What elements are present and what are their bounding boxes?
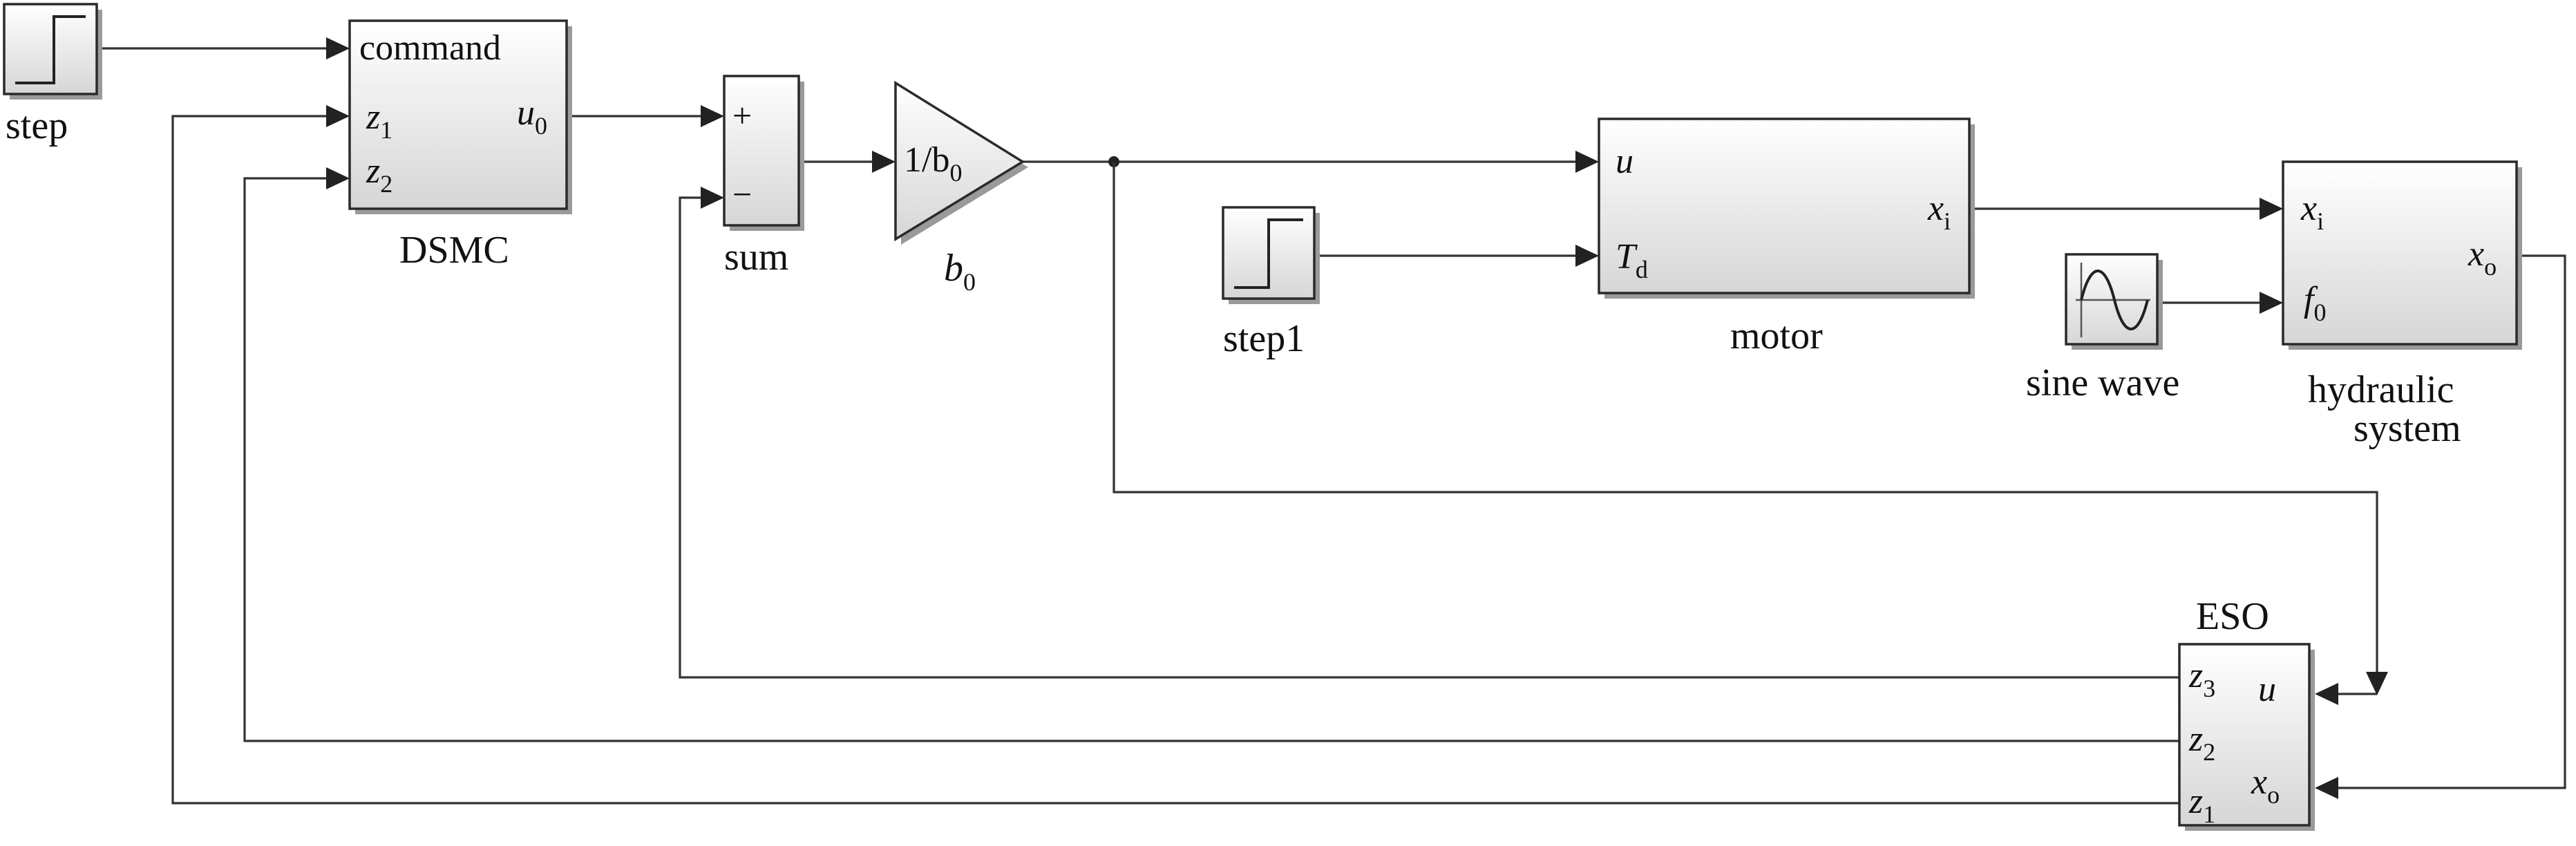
hydraulic-label-line1: hydraulic <box>2308 368 2454 411</box>
sum-block[interactable]: + − sum <box>723 75 804 279</box>
step1-block[interactable]: step1 <box>1222 206 1320 360</box>
step-label: step <box>6 104 68 147</box>
hydraulic-output-xo: xo <box>2468 234 2497 281</box>
step-icon <box>1234 218 1303 289</box>
signal-wires <box>102 37 2566 805</box>
arrowhead <box>2315 777 2338 799</box>
motor-label: motor <box>1730 314 1823 357</box>
arrowhead <box>2260 292 2283 314</box>
sum-minus-sign: − <box>732 175 752 214</box>
eso-output-z1: z1 <box>2188 782 2215 828</box>
sine-wave-icon <box>2080 270 2149 330</box>
arrowhead <box>2315 683 2338 705</box>
hydraulic-system-block[interactable]: xi f0 xo hydraulic system <box>2282 160 2522 450</box>
sum-plus-sign: + <box>732 96 752 135</box>
arrowhead <box>326 167 350 189</box>
wire-branch-to-eso-u[interactable] <box>1112 162 2378 677</box>
dsmc-input-command: command <box>359 28 501 68</box>
dsmc-input-z2: z2 <box>366 151 392 198</box>
motor-input-u: u <box>1616 142 1633 181</box>
eso-label: ESO <box>2196 595 2269 638</box>
step-icon <box>15 15 86 84</box>
arrowhead <box>2366 672 2388 695</box>
sine-wave-block[interactable]: sine wave <box>2026 253 2179 404</box>
eso-output-z2: z2 <box>2188 720 2215 766</box>
arrowhead <box>326 105 350 127</box>
dsmc-block[interactable]: command z1 z2 u0 DSMC <box>348 19 572 272</box>
motor-output-xi: xi <box>1927 189 1951 235</box>
dsmc-output-u0: u0 <box>517 93 547 140</box>
gain-block[interactable]: 1/b0 b0 <box>894 80 1028 296</box>
arrowhead <box>872 151 896 173</box>
hydraulic-label-line2: system <box>2354 407 2461 450</box>
eso-input-u: u <box>2258 670 2276 709</box>
dsmc-input-z1: z1 <box>366 97 392 144</box>
arrowhead <box>326 37 350 59</box>
arrowhead <box>701 105 724 127</box>
gain-value: 1/b0 <box>904 140 962 187</box>
dsmc-label: DSMC <box>399 229 509 272</box>
gain-label: b0 <box>944 247 976 296</box>
sine-wave-label: sine wave <box>2026 361 2179 404</box>
eso-input-xo: xo <box>2251 762 2280 809</box>
motor-input-td: Td <box>1616 237 1648 283</box>
hydraulic-input-xi: xi <box>2300 189 2324 235</box>
gain-triangle <box>894 80 1025 242</box>
arrowhead <box>2260 198 2283 220</box>
wire-eso-z3-to-sum[interactable] <box>679 196 2179 679</box>
arrowhead <box>1575 151 1599 173</box>
wire-hydraulic-to-eso-xo[interactable] <box>2333 254 2566 789</box>
arrowhead <box>1575 245 1599 267</box>
sum-label: sum <box>724 236 788 279</box>
wire-eso-z2-to-dsmc[interactable] <box>243 177 2179 742</box>
wire-eso-z1-to-dsmc[interactable] <box>171 115 2179 805</box>
arrowhead <box>701 187 724 209</box>
eso-output-z3: z3 <box>2188 656 2215 702</box>
step1-label: step1 <box>1223 317 1305 360</box>
eso-block[interactable]: z3 z2 z1 u xo ESO <box>2178 595 2315 831</box>
motor-block[interactable]: u Td xi motor <box>1598 118 1975 357</box>
step-block[interactable]: step <box>3 3 102 147</box>
